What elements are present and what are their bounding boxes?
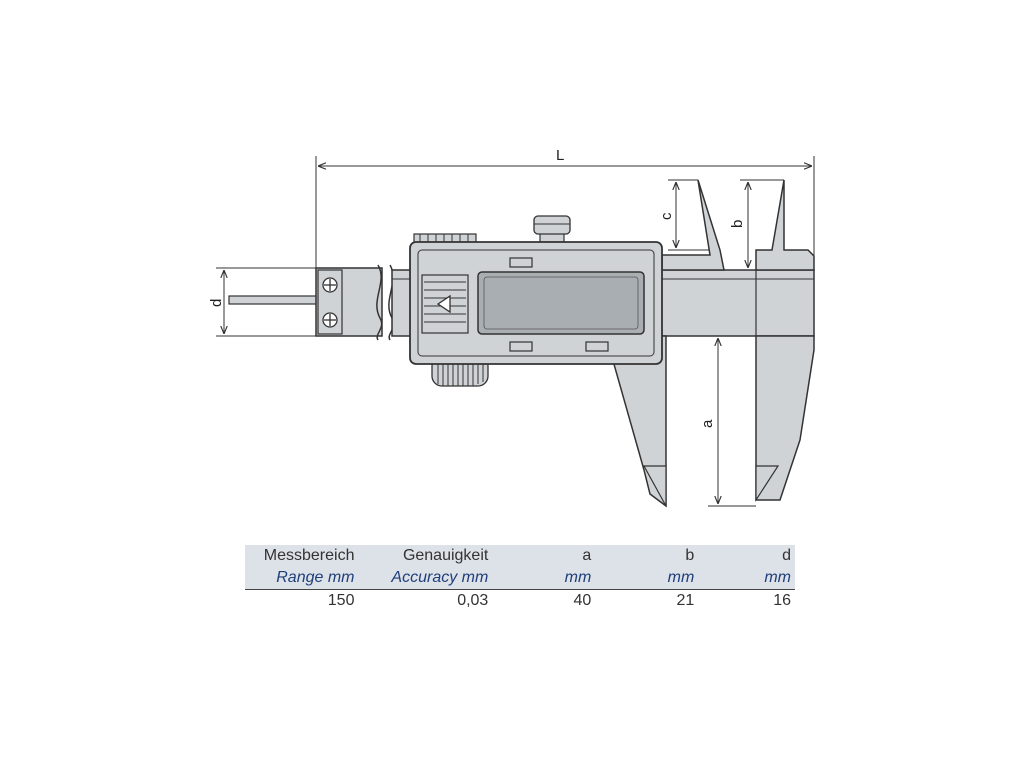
depth-rod <box>228 295 322 305</box>
outside-measuring-jaws <box>605 335 815 508</box>
display-button-bottom-right <box>585 341 609 352</box>
display-button-top <box>509 257 533 268</box>
header-a: a <box>582 547 592 564</box>
header-accuracy-unit: Accuracy mm <box>391 569 489 586</box>
dimension-label-d: d <box>208 299 225 307</box>
specification-table: Messbereich Genauigkeit a b d Range mm A… <box>245 545 795 612</box>
table-row: 150 0,03 40 21 16 <box>245 590 795 613</box>
header-measuring-range: Messbereich <box>263 547 355 564</box>
dimension-L: L <box>315 147 815 268</box>
dimension-a: a <box>699 338 756 507</box>
arrow-marker-icon <box>436 294 451 314</box>
cell-range: 150 <box>327 592 355 609</box>
header-d-unit: mm <box>764 569 791 586</box>
dimension-label-b: b <box>729 220 746 228</box>
table-header-english: Range mm Accuracy mm mm mm mm <box>245 567 795 590</box>
cell-a: 40 <box>573 592 592 609</box>
dimension-label-c: c <box>658 212 675 220</box>
header-b: b <box>685 547 695 564</box>
header-d: d <box>782 547 791 564</box>
header-accuracy: Genauigkeit <box>402 547 489 564</box>
locking-screw-icon <box>533 215 571 243</box>
cell-b: 21 <box>676 592 695 609</box>
beam-end-plate <box>315 267 383 337</box>
display-button-bottom-left <box>509 341 533 352</box>
dimension-c: c <box>658 179 710 251</box>
header-range-unit: Range mm <box>276 569 355 586</box>
cell-d: 16 <box>773 592 791 609</box>
dimension-label-L: L <box>556 147 564 164</box>
cell-accuracy: 0,03 <box>457 592 489 609</box>
header-b-unit: mm <box>667 569 695 586</box>
digital-display-housing <box>409 241 663 365</box>
dimension-d: d <box>208 267 316 337</box>
dimension-label-a: a <box>699 419 716 428</box>
table-header-german: Messbereich Genauigkeit a b d <box>245 545 795 567</box>
caliper-diagram: L c b a d <box>208 147 815 508</box>
header-a-unit: mm <box>564 569 592 586</box>
dimension-b: b <box>729 179 784 271</box>
